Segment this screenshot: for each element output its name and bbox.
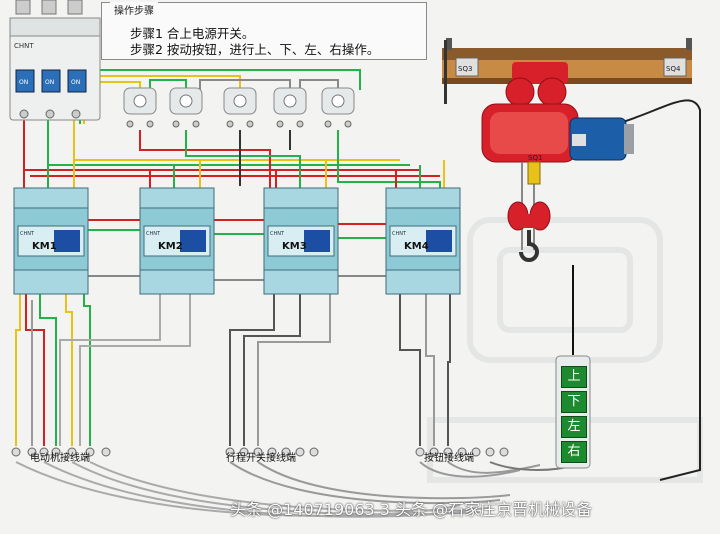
pendant-button-down[interactable]: 下 — [561, 391, 587, 413]
circuit-breaker[interactable]: CHNT ON ON ON — [9, 0, 101, 121]
push-buttons — [123, 87, 355, 128]
operation-steps-panel: 操作步骤 步骤1 合上电源开关。 步骤2 按动按钮，进行上、下、左、右操作。 — [101, 2, 427, 60]
push-button[interactable] — [321, 87, 355, 128]
contactor-km4[interactable]: CHNT KM4 — [385, 187, 461, 295]
contactor-km2[interactable]: CHNT KM2 — [139, 187, 215, 295]
breaker-handle-label: ON — [19, 79, 28, 86]
step-1-text: 步骤1 合上电源开关。 — [130, 26, 255, 41]
push-button[interactable] — [169, 87, 203, 128]
contactor-km3[interactable]: CHNT KM3 — [263, 187, 339, 295]
terminal-block-buttons[interactable]: 按钮接线端 — [415, 447, 509, 464]
limit-switch-label: SQ4 — [666, 65, 681, 73]
push-button[interactable] — [273, 87, 307, 128]
wires — [15, 69, 701, 518]
contactor-km1[interactable]: CHNT KM1 — [13, 187, 89, 295]
electric-hoist[interactable]: SQ1 — [481, 62, 634, 262]
limit-switch-sq4[interactable]: SQ4 — [663, 57, 687, 77]
terminal-block-motor[interactable]: 电动机接线端 — [11, 447, 111, 464]
push-button[interactable] — [123, 87, 157, 128]
breaker-brand: CHNT — [14, 42, 34, 50]
contactor-label: KM2 — [158, 241, 183, 252]
contactor-label: KM4 — [404, 241, 429, 252]
contactor-brand: CHNT — [20, 231, 35, 237]
breaker-handle-label: ON — [71, 79, 80, 86]
watermark-text: 头条 @140719063 3 头条 @石家庄京晋机械设备 — [230, 500, 593, 519]
limit-switch-label: SQ3 — [458, 65, 472, 73]
panel-title: 操作步骤 — [110, 2, 158, 17]
pendant-button-right[interactable]: 右 — [561, 441, 587, 463]
terminal-label: 电动机接线端 — [30, 451, 90, 464]
breaker-handle-label: ON — [45, 79, 54, 86]
pendant-button-left[interactable]: 左 — [561, 416, 587, 438]
pendant-button-up[interactable]: 上 — [561, 366, 587, 388]
contactor-brand: CHNT — [392, 231, 407, 237]
breaker-handle[interactable] — [15, 69, 35, 93]
push-button[interactable] — [223, 87, 257, 128]
terminal-block-limit-switch[interactable]: 行程开关接线端 — [225, 447, 319, 464]
contactor-brand: CHNT — [270, 231, 285, 237]
terminal-label: 行程开关接线端 — [226, 451, 296, 464]
breaker-handle[interactable] — [67, 69, 87, 93]
contactor-label: KM3 — [282, 241, 307, 252]
contactor-brand: CHNT — [146, 231, 161, 237]
breaker-handle[interactable] — [41, 69, 61, 93]
contactor-label: KM1 — [32, 241, 57, 252]
step-2-text: 步骤2 按动按钮，进行上、下、左、右操作。 — [130, 42, 380, 57]
limit-switch-sq3[interactable]: SQ3 — [455, 57, 479, 77]
terminal-label: 按钮接线端 — [424, 451, 474, 464]
limit-switch-label: SQ1 — [528, 154, 542, 162]
